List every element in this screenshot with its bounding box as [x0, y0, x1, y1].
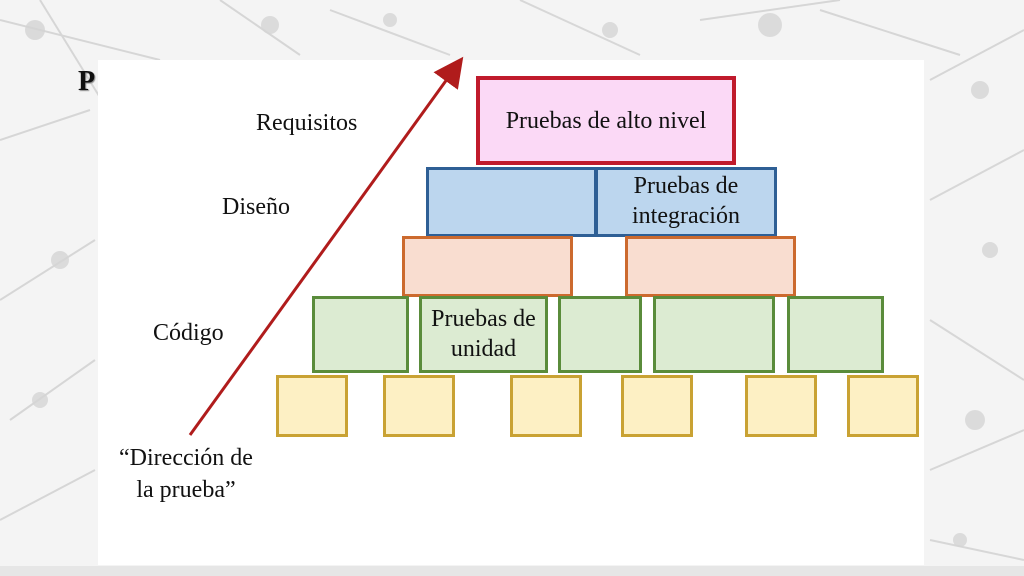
box-base-3	[510, 375, 582, 437]
label-diseno: Diseño	[222, 194, 290, 220]
box-integracion-left	[426, 167, 597, 237]
box-pruebas-unidad-label: Pruebas de unidad	[419, 300, 548, 368]
box-base-4	[621, 375, 693, 437]
box-base-5	[745, 375, 817, 437]
label-requisitos: Requisitos	[256, 110, 358, 136]
box-unidad-1	[312, 296, 409, 373]
direction-caption-line-2: la prueba”	[136, 477, 236, 503]
box-modulo-right	[625, 236, 796, 297]
box-pruebas-integracion	[595, 167, 777, 237]
integracion-label-line-2: integración	[632, 203, 740, 229]
slide-footer-band	[0, 566, 1024, 576]
box-base-6	[847, 375, 919, 437]
integracion-label-line-1: Pruebas de	[633, 173, 739, 199]
box-unidad-4	[653, 296, 775, 373]
slide-title-fragment: P	[78, 66, 96, 97]
label-codigo: Código	[153, 320, 224, 346]
unidad-label-line-2: unidad	[450, 336, 517, 362]
box-modulo-left	[402, 236, 573, 297]
box-unidad-3	[558, 296, 642, 373]
box-pruebas-alto-nivel-label: Pruebas de alto nivel	[505, 107, 707, 134]
unidad-label-line-1: Pruebas de	[431, 306, 536, 332]
box-pruebas-integracion-label: Pruebas de integración	[595, 168, 777, 234]
box-pruebas-alto-nivel	[476, 76, 736, 165]
box-unidad-5	[787, 296, 884, 373]
box-pruebas-unidad	[419, 296, 548, 373]
box-base-1	[276, 375, 348, 437]
direction-caption-line-1: “Dirección de	[119, 445, 253, 471]
direction-caption: “Dirección de la prueba”	[104, 442, 268, 506]
box-base-2	[383, 375, 455, 437]
